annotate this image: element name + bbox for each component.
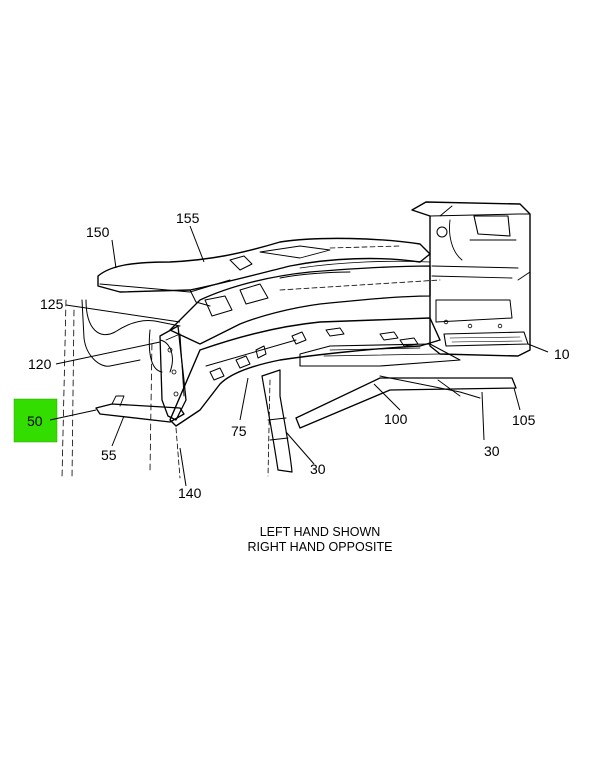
callout-55: 55 (101, 447, 117, 463)
callout-120: 120 (28, 356, 52, 372)
callout-10: 10 (554, 346, 570, 362)
roof-cap (97, 237, 431, 293)
side-bracket (159, 325, 187, 421)
tank-box (411, 201, 531, 357)
callout-30-right: 30 (484, 443, 500, 459)
callout-155: 155 (176, 210, 200, 226)
step-board (295, 377, 517, 429)
callout-labels: 150 155 125 120 50 55 140 75 30 100 30 1… (27, 210, 570, 501)
callout-100: 100 (384, 411, 408, 427)
pillar (175, 427, 181, 479)
callout-50: 50 (27, 413, 43, 429)
callout-50-highlight (13, 398, 58, 443)
callout-30-left: 30 (310, 461, 326, 477)
cab-door-outline (61, 299, 67, 479)
callout-125: 125 (40, 296, 64, 312)
inner-rail (261, 369, 293, 473)
callout-75: 75 (231, 423, 247, 439)
callout-150: 150 (86, 224, 110, 240)
caption-line-2: RIGHT HAND OPPOSITE (247, 540, 393, 554)
callout-140: 140 (178, 485, 202, 501)
leader-lines (49, 225, 549, 487)
caption-line-1: LEFT HAND SHOWN (259, 525, 381, 539)
truck-cab-illustration (61, 201, 531, 479)
callout-105: 105 (512, 412, 536, 428)
